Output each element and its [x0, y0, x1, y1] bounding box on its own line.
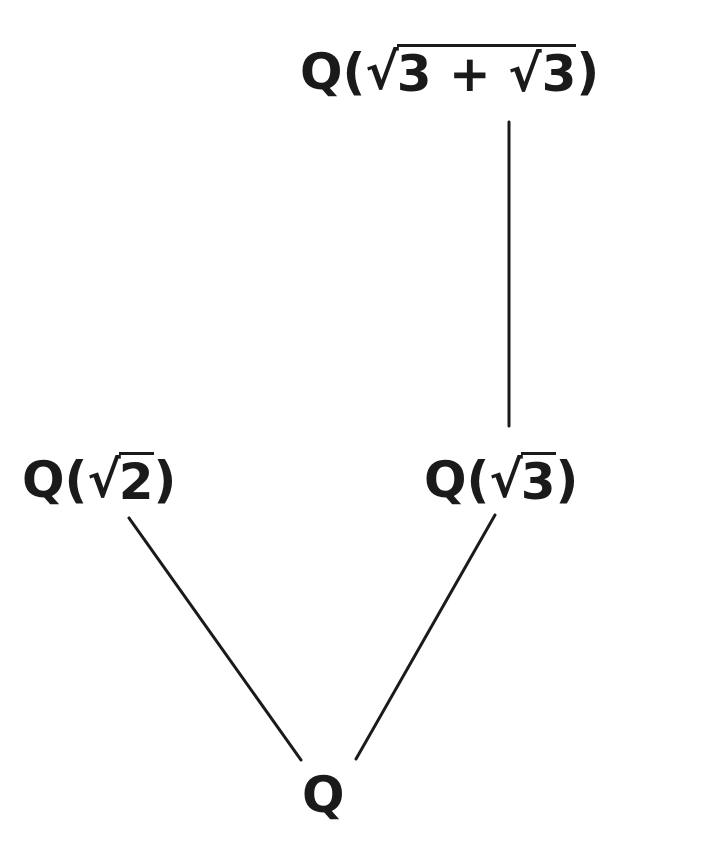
edge-q-to-q-sqrt2 — [127, 516, 303, 762]
open-paren: ( — [466, 450, 490, 509]
open-paren: ( — [342, 42, 366, 101]
open-paren: ( — [64, 450, 88, 509]
edge-q-to-q-sqrt3 — [354, 513, 497, 761]
node-q-sqrt2: Q ( √ 2 ) — [22, 452, 176, 507]
node-q-sqrt3: Q ( √ 3 ) — [424, 452, 578, 507]
radical-sign: √ — [489, 450, 523, 509]
radicand: 3 — [520, 452, 556, 511]
field-symbol: Q — [302, 766, 345, 824]
radical-sign: √ — [365, 42, 399, 101]
close-paren: ) — [555, 450, 579, 509]
close-paren: ) — [153, 450, 177, 509]
field-symbol: Q — [300, 42, 343, 101]
radicand: 2 — [118, 452, 154, 511]
field-symbol: Q — [424, 450, 467, 509]
node-q: Q — [302, 770, 345, 820]
field-symbol: Q — [22, 450, 65, 509]
radical-sign: √ — [87, 450, 121, 509]
close-paren: ) — [576, 42, 600, 101]
node-q-sqrt-3-plus-sqrt3: Q ( √ 3 + √3 ) — [300, 44, 599, 99]
radicand: 3 + √3 — [396, 44, 577, 103]
